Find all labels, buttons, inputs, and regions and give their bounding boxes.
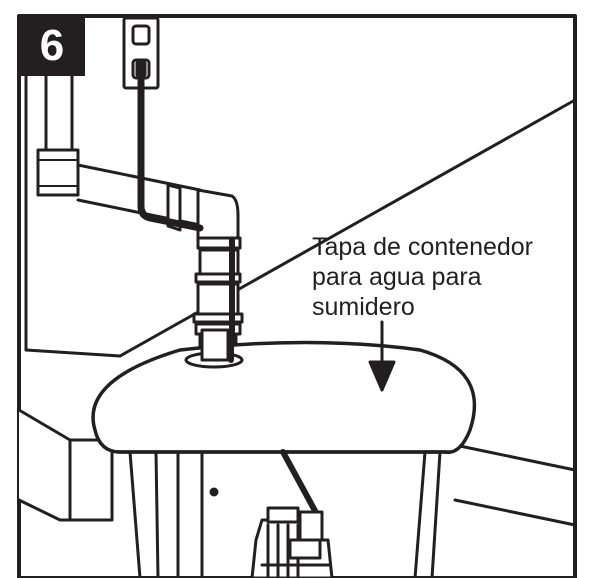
callout-line-3: sumidero: [312, 293, 415, 321]
callout-label: Tapa de contenedor para agua para sumide…: [312, 232, 582, 322]
discharge-elbow: [196, 188, 240, 240]
step-number-badge: 6: [19, 16, 85, 76]
floor-slab-right: [453, 443, 577, 527]
vertical-wall-pipe: [44, 74, 74, 152]
step-number: 6: [39, 21, 65, 70]
floor-wall-line: [24, 348, 122, 358]
sump-basin: [128, 450, 442, 578]
sump-pit-lid: [91, 340, 477, 455]
check-valve: [196, 236, 242, 250]
pipe-elbow: [36, 148, 80, 197]
floor-slab: [17, 408, 114, 522]
sump-pump: [250, 506, 334, 578]
power-cord: [137, 74, 204, 232]
frame-border: [17, 14, 577, 578]
callout-line-2: para agua para: [312, 263, 482, 291]
callout-line-1: Tapa de contenedor: [312, 233, 534, 261]
